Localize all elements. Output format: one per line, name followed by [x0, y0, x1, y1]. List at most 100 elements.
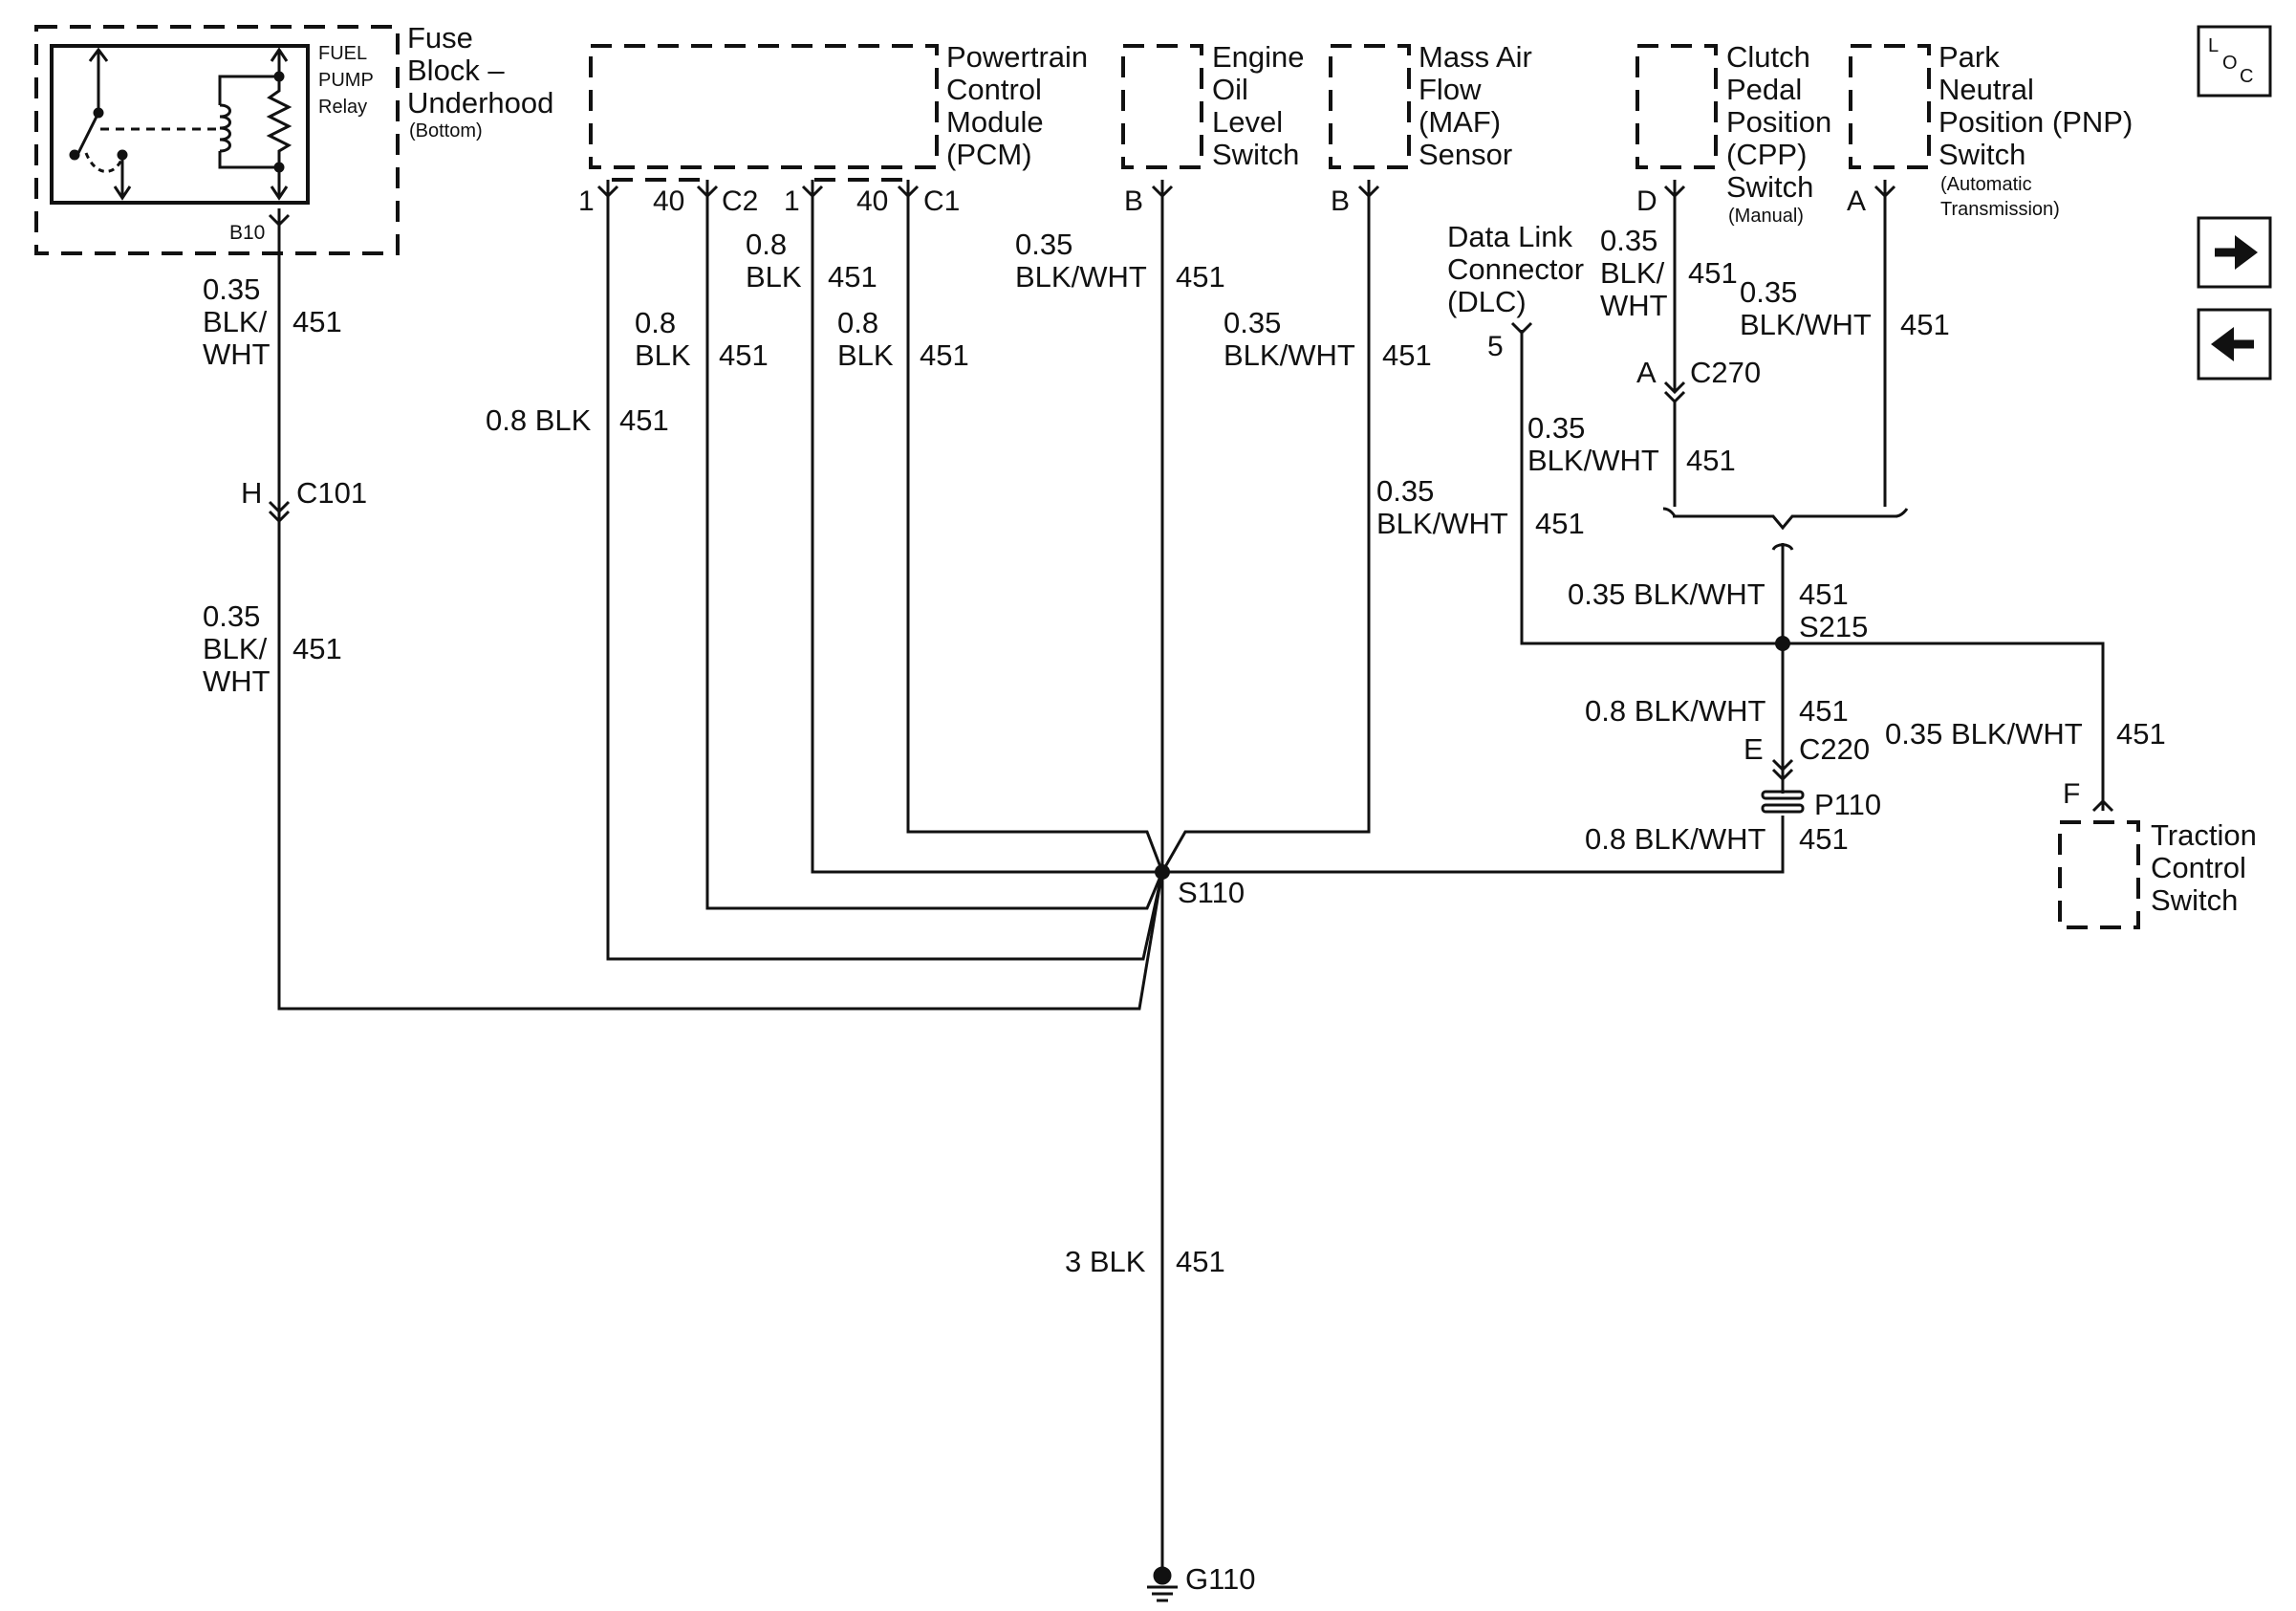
forward-button[interactable] [2197, 216, 2272, 289]
terminal-traction-f [2091, 798, 2114, 813]
pcm-pin-c2-40: 40 [653, 185, 684, 217]
cpp-outline [1635, 44, 1718, 169]
fuse-block-note: (Bottom) [409, 120, 483, 142]
harness-merge-bracket [1662, 507, 1909, 551]
wire-fuse-bottom-gauge-2: BLK/ [203, 632, 268, 665]
connector-c220-name: C220 [1799, 732, 1870, 766]
oil-switch-pin-b: B [1124, 185, 1143, 217]
wire-pcm-c1-40-gauge-2: BLK [837, 338, 894, 372]
ground-icon [1147, 1566, 1178, 1602]
loc-button[interactable]: L O C [2197, 25, 2272, 98]
wire-pcm-c2-40-circuit: 451 [719, 338, 769, 372]
terminal-pcm-c2-1 [596, 185, 619, 199]
cpp-label-5: Switch [1726, 170, 1813, 204]
maf-label-3: (MAF) [1419, 105, 1501, 139]
connector-c101-icon [268, 500, 291, 524]
pcm-outline [589, 44, 939, 169]
maf-label-4: Sensor [1419, 138, 1512, 171]
cpp-label-3: Position [1726, 105, 1831, 139]
traction-control-switch-component: Traction Control Switch F [2058, 778, 2257, 929]
wire-pnp-circuit: 451 [1900, 308, 1950, 341]
pcm-connector-c1: C1 [923, 185, 960, 217]
pcm-label-4: (PCM) [946, 138, 1032, 171]
pnp-switch-component: Park Neutral Position (PNP) Switch (Auto… [1847, 40, 2133, 220]
terminal-pcm-c1-1 [801, 185, 824, 199]
connector-p110-name: P110 [1814, 788, 1881, 821]
wire-pcm-c2-1-circuit: 451 [619, 403, 669, 437]
wire-pcm-c2-1-gauge: 0.8 BLK [486, 403, 592, 437]
wire-maf-top-gauge-2: BLK/WHT [1224, 338, 1355, 372]
pcm-pin-c1-40: 40 [856, 185, 888, 217]
wire-c220-circuit: 451 [1799, 694, 1849, 728]
back-button[interactable] [2197, 308, 2272, 381]
wire-maf [1160, 180, 1371, 873]
connector-c270-icon [1663, 381, 1686, 404]
pnp-outline [1849, 44, 1931, 169]
wire-maf-top-gauge-1: 0.35 [1224, 306, 1281, 339]
wire-traction-circuit: 451 [2116, 717, 2166, 751]
oil-level-switch-component: Engine Oil Level Switch B [1121, 40, 1305, 217]
pnp-label-3: Position (PNP) [1939, 105, 2133, 139]
p110-passthrough-icon [1761, 790, 1805, 814]
wire-pcm-c1-1-circuit: 451 [828, 260, 877, 294]
pcm-component: Powertrain Control Module (PCM) 1 40 C2 … [578, 40, 1088, 217]
wire-cpp-gauge-2: BLK/ [1600, 256, 1665, 290]
wire-cpp-gauge-1: 0.35 [1600, 224, 1657, 257]
traction-label-3: Switch [2151, 883, 2238, 917]
splice-s215-label: S215 [1799, 610, 1868, 643]
dlc-component: Data Link Connector (DLC) 5 [1447, 220, 1584, 362]
terminal-cpp-d [1663, 185, 1686, 199]
pnp-note-2: Transmission) [1940, 199, 2060, 220]
relay-label-3: Relay [318, 97, 367, 118]
connector-c101-name: C101 [296, 476, 367, 510]
pcm-label-1: Powertrain [946, 40, 1088, 74]
terminal-pcm-c1-40 [897, 185, 920, 199]
wire-ground-gauge: 3 BLK [1065, 1245, 1146, 1278]
connector-c220-icon [1771, 758, 1794, 782]
wire-fuse-bottom-gauge-3: WHT [203, 664, 271, 698]
maf-label-1: Mass Air [1419, 40, 1532, 74]
maf-pin-b: B [1331, 185, 1350, 217]
wire-s215-top-gauge: 0.35 BLK/WHT [1568, 577, 1765, 611]
splice-s110-label: S110 [1178, 876, 1245, 909]
wire-maf-bottom-gauge-2: BLK/WHT [1376, 507, 1508, 540]
terminal-dlc-5 [1510, 321, 1533, 336]
wire-pnp-gauge-1: 0.35 [1740, 275, 1797, 309]
wire-s215-to-traction [1783, 642, 2105, 811]
loc-letter-l: L [2208, 35, 2219, 56]
connector-c270-pin: A [1636, 356, 1657, 389]
wire-pcm-c2-1 [606, 180, 1164, 961]
wire-fuse-top-gauge-2: BLK/ [203, 305, 268, 338]
pnp-label-1: Park [1939, 40, 2000, 74]
wire-traction-gauge: 0.35 BLK/WHT [1885, 717, 2083, 751]
pnp-pin-a: A [1847, 185, 1866, 217]
connector-c101-pin: H [241, 476, 262, 510]
wire-pcm-c1-40-gauge-1: 0.8 [837, 306, 878, 339]
fuse-block-pin-b10: B10 [229, 222, 265, 244]
maf-label-2: Flow [1419, 73, 1482, 106]
wire-dlc-circuit: 451 [1686, 444, 1736, 477]
wire-c220-gauge: 0.8 BLK/WHT [1585, 694, 1766, 728]
terminal-b10 [268, 213, 291, 228]
connector-c270-name: C270 [1690, 356, 1761, 389]
connector-c220-pin: E [1744, 732, 1764, 766]
dlc-pin-5: 5 [1487, 331, 1504, 362]
splice-s110-dot [1155, 864, 1170, 880]
pcm-connector-c2: C2 [722, 185, 758, 217]
loc-letter-o: O [2222, 53, 2238, 74]
wire-fuse-top-gauge-1: 0.35 [203, 272, 260, 306]
oil-switch-label-2: Oil [1212, 73, 1248, 106]
oil-switch-label-4: Switch [1212, 138, 1299, 171]
wire-fuse-top-gauge-3: WHT [203, 337, 271, 371]
wire-pcm-c1-1-gauge-1: 0.8 [746, 228, 787, 261]
relay-label-1: FUEL [318, 43, 367, 64]
wire-maf-top-circuit: 451 [1382, 338, 1432, 372]
wire-oil-gauge-2: BLK/WHT [1015, 260, 1147, 294]
wire-maf-bottom-circuit: 451 [1535, 507, 1585, 540]
fuse-block-title-2: Block – [407, 54, 505, 87]
traction-label-1: Traction [2151, 818, 2257, 852]
maf-sensor-component: Mass Air Flow (MAF) Sensor B [1329, 40, 1532, 217]
traction-pin-f: F [2063, 778, 2080, 810]
wire-dlc-to-s215 [1520, 330, 1783, 645]
pnp-note-1: (Automatic [1940, 174, 2032, 195]
